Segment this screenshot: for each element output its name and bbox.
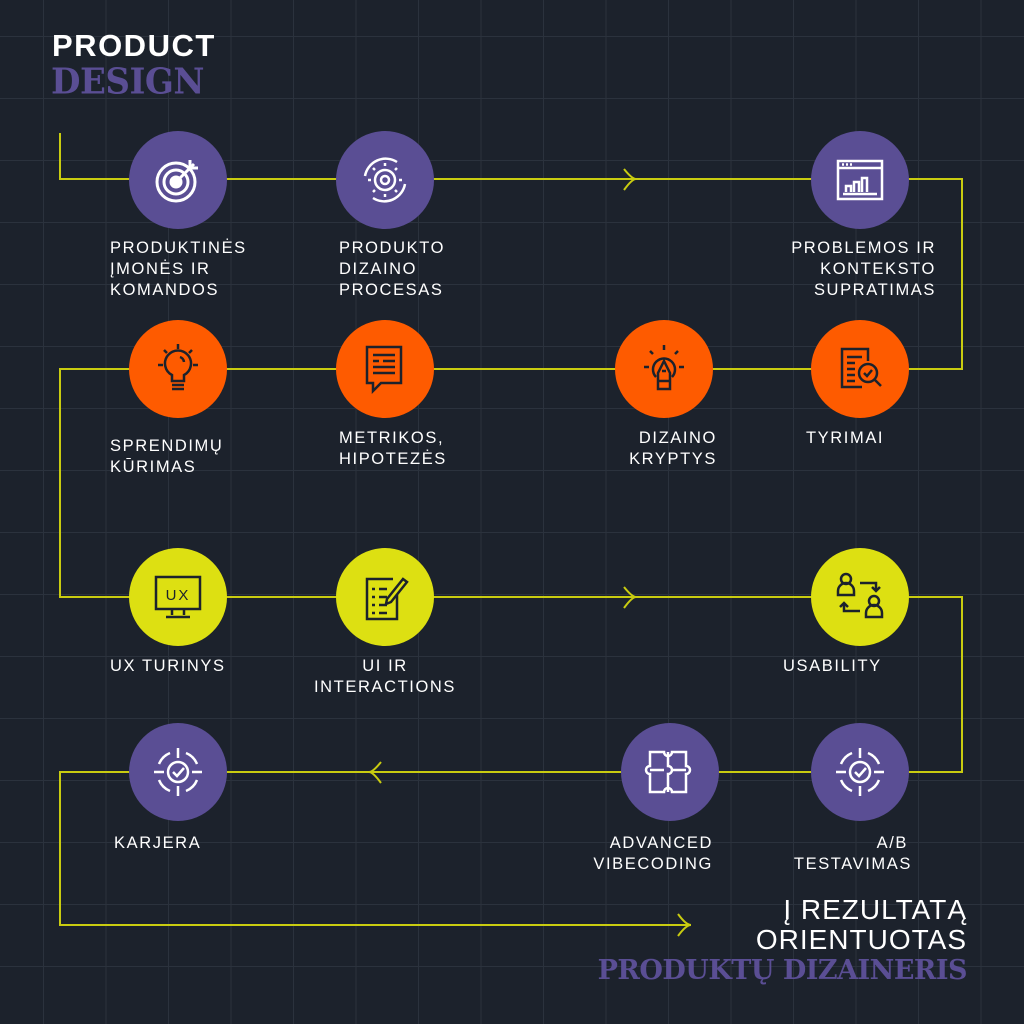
step-label-4: TYRIMAI bbox=[806, 429, 885, 447]
target-icon bbox=[155, 160, 198, 203]
speech-document-icon bbox=[365, 345, 403, 395]
svg-text:UX: UX bbox=[166, 587, 191, 604]
arrow-right-icon bbox=[677, 913, 692, 937]
ux-monitor-icon: UX bbox=[154, 575, 202, 619]
arrow-right-icon bbox=[623, 586, 637, 609]
step-label-10: USABILITY bbox=[783, 657, 882, 675]
step-node-6 bbox=[336, 320, 434, 418]
step-node-9 bbox=[336, 548, 434, 646]
gear-cycle-icon bbox=[363, 157, 407, 203]
step-node-13 bbox=[129, 723, 227, 821]
step-node-2 bbox=[336, 131, 434, 229]
step-label-13: KARJERA bbox=[114, 834, 202, 852]
lightbulb-icon bbox=[158, 344, 198, 391]
step-node-8: UX bbox=[129, 548, 227, 646]
step-node-7 bbox=[129, 320, 227, 418]
step-node-12 bbox=[621, 723, 719, 821]
step-node-1 bbox=[129, 131, 227, 229]
arrow-left-icon bbox=[368, 761, 382, 784]
document-search-icon bbox=[840, 347, 882, 389]
checklist-pen-icon bbox=[365, 577, 409, 621]
pencil-idea-icon bbox=[644, 345, 684, 391]
target-check-icon bbox=[836, 748, 884, 796]
browser-chart-icon bbox=[836, 159, 884, 201]
arrow-right-icon bbox=[623, 168, 637, 191]
title-product: PRODUCT bbox=[52, 28, 216, 63]
step-node-5 bbox=[615, 320, 713, 418]
tagline-role: PRODUKTŲ DIZAINERIS bbox=[597, 955, 968, 986]
puzzle-icon bbox=[644, 750, 692, 794]
step-node-10 bbox=[811, 548, 909, 646]
step-node-3 bbox=[811, 131, 909, 229]
step-label-8: UX TURINYS bbox=[110, 657, 226, 675]
user-swap-icon bbox=[836, 572, 884, 619]
step-node-4 bbox=[811, 320, 909, 418]
target-check-icon bbox=[154, 748, 202, 796]
step-label-6: METRIKOS,HIPOTEZĖS bbox=[339, 429, 447, 468]
step-node-11 bbox=[811, 723, 909, 821]
title-design: DESIGN bbox=[51, 61, 204, 103]
